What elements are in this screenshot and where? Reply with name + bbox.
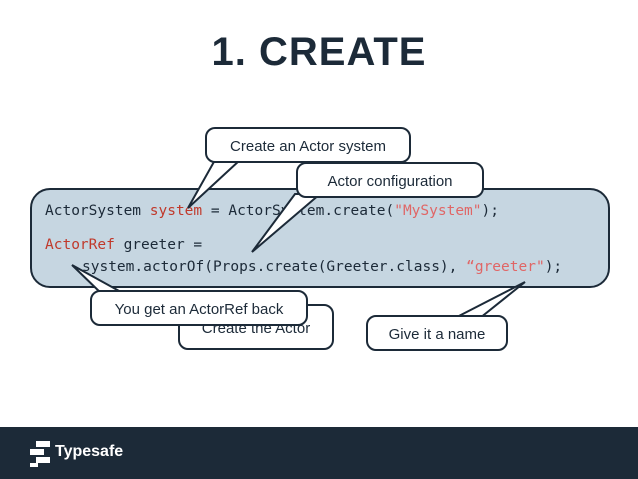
code-line-1: ActorSystem system = ActorSystem.create(…: [45, 203, 499, 219]
slide-title: 1. CREATE: [211, 30, 427, 74]
tail-give-name: [454, 281, 526, 319]
callout-actor-ref: You get an ActorRef back: [90, 290, 308, 326]
code-string: “greeter": [466, 259, 545, 275]
code-text: );: [481, 203, 499, 219]
code-text: );: [544, 259, 563, 275]
code-line-3: system.actorOf(Props.create(Greeter.clas…: [82, 259, 562, 275]
code-string: "MySystem": [394, 203, 482, 219]
code-box: [30, 188, 610, 288]
code-keyword: ActorRef: [45, 237, 115, 253]
callout-give-name: Give it a name: [366, 315, 508, 351]
brand-name: Typesafe: [55, 443, 124, 460]
code-text: = ActorSystem.create(: [210, 203, 395, 219]
code-text: system.actorOf(Props.create(Greeter.clas…: [82, 259, 467, 275]
footer-bar: Typesafe: [0, 427, 638, 479]
code-text: greeter =: [114, 237, 203, 253]
callout-actor-config: Actor configuration: [296, 162, 484, 198]
typesafe-logo-icon: [30, 441, 50, 467]
code-type: ActorSystem: [45, 203, 142, 219]
code-line-2: ActorRef greeter =: [45, 237, 202, 253]
tail-actor-system: [187, 159, 243, 209]
callout-actor-system: Create an Actor system: [205, 127, 411, 163]
tail-actor-config: [251, 193, 323, 253]
